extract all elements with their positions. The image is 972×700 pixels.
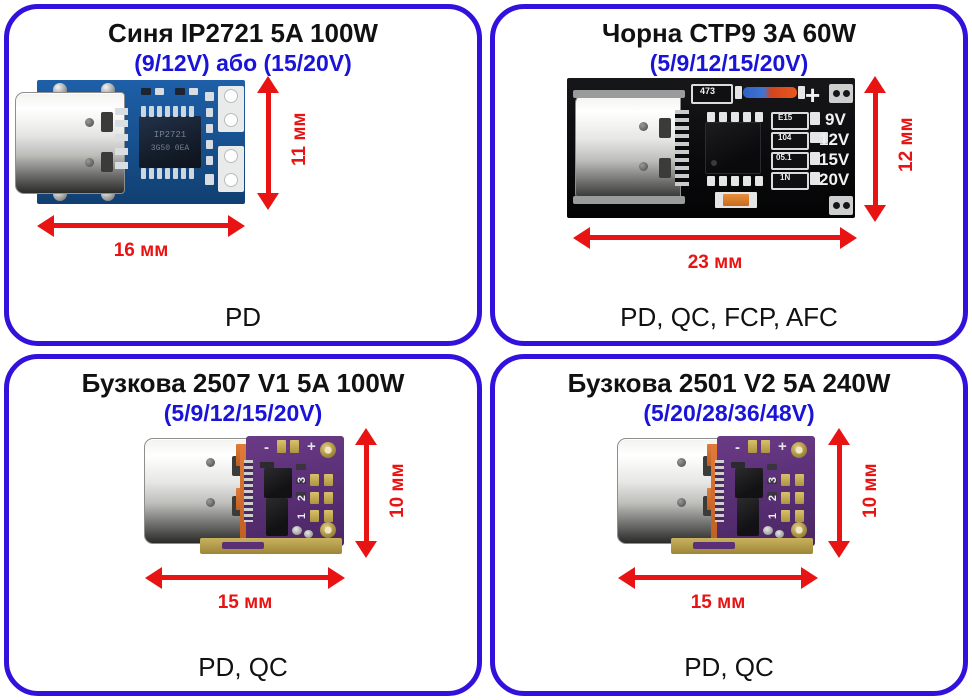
mosfet xyxy=(737,497,759,536)
panel-blue-ip2721: Синя IP2721 5A 100W (9/12V) або (15/20V) xyxy=(4,4,482,346)
panel-purple-2501-v2: Бузкова 2501 V2 5A 240W (5/20/28/36/48V) xyxy=(490,354,968,696)
silk-voltage-9v: 9V xyxy=(825,109,846,129)
panel-footer-protocols: PD xyxy=(224,302,262,332)
panel-stage: - + 3 xyxy=(495,426,963,691)
panel-stage: - + 3 xyxy=(9,426,477,691)
silk-voltage-15v: 15V xyxy=(819,149,850,169)
width-dimension-label: 23 мм xyxy=(687,251,743,273)
mosfet xyxy=(266,497,288,536)
mounting-hole xyxy=(320,441,336,458)
height-dimension-arrow xyxy=(828,427,850,558)
silk-pad-1: 1 xyxy=(296,512,309,519)
silk-minus: - xyxy=(264,438,269,456)
width-dimension-label: 15 мм xyxy=(690,591,746,613)
silk-part-473: 473 xyxy=(700,85,716,96)
height-dimension-arrow xyxy=(257,75,279,210)
panel-subtitle: (5/20/28/36/48V) xyxy=(643,399,815,426)
width-dimension-arrow xyxy=(618,566,818,589)
pcb-photo-purple: - + 3 xyxy=(617,430,817,558)
silk-plus: + xyxy=(307,437,316,455)
silk-minus: - xyxy=(735,438,740,456)
ic-chip: IP2721 3G50 0EA xyxy=(139,115,201,168)
silk-pad-1: 1 xyxy=(767,512,780,519)
silk-part-e15: E15 xyxy=(778,112,793,122)
width-dimension-arrow xyxy=(145,566,345,589)
panel-subtitle: (5/9/12/15/20V) xyxy=(163,399,323,426)
ic-chip xyxy=(705,121,761,174)
ic-chip xyxy=(264,467,292,498)
ic-chip xyxy=(735,467,763,498)
width-dimension-arrow xyxy=(37,214,245,237)
pcb-photo-purple: - + 3 xyxy=(144,430,344,558)
panel-footer-protocols: PD, QC, FCP, AFC xyxy=(620,302,838,332)
height-dimension-arrow xyxy=(864,75,886,222)
panel-subtitle: (5/9/12/15/20V) xyxy=(649,49,809,76)
usb-c-connector xyxy=(575,93,681,202)
usb-c-connector xyxy=(144,437,254,544)
chip-marking: IP2721 xyxy=(153,129,187,140)
mounting-hole xyxy=(320,521,336,538)
silk-voltage-20v: 20V xyxy=(819,169,850,189)
panel-stage: 473 + xyxy=(495,75,963,341)
panel-title: Бузкова 2501 V2 5A 240W xyxy=(567,368,891,398)
silk-pad-3: 3 xyxy=(767,476,780,483)
width-dimension-label: 16 мм xyxy=(113,239,169,261)
silk-plus: + xyxy=(805,79,821,110)
silk-pad-2: 2 xyxy=(296,494,309,501)
panel-stage: IP2721 3G50 0EA xyxy=(9,75,477,341)
panel-title: Чорна CTP9 3A 60W xyxy=(601,18,857,48)
width-dimension-arrow xyxy=(573,226,857,249)
panel-footer-protocols: PD, QC xyxy=(684,652,774,682)
height-dimension-label: 11 мм xyxy=(289,112,310,166)
panel-subtitle: (9/12V) або (15/20V) xyxy=(134,49,352,76)
height-dimension-label: 12 мм xyxy=(896,117,917,172)
chip-marking-2: 3G50 0EA xyxy=(150,143,190,153)
height-dimension-arrow xyxy=(355,427,377,558)
output-terminal xyxy=(829,83,853,103)
pcb-photo-black: 473 + xyxy=(567,77,855,218)
usb-c-connector xyxy=(15,91,125,194)
width-dimension-label: 15 мм xyxy=(217,591,273,613)
silk-pad-3: 3 xyxy=(296,476,309,483)
panel-title: Бузкова 2507 V1 5A 100W xyxy=(81,368,405,398)
panel-title: Синя IP2721 5A 100W xyxy=(108,18,378,48)
silk-part-051: 05.1 xyxy=(776,152,792,162)
panel-footer-protocols: PD, QC xyxy=(198,652,288,682)
silk-part-104: 104 xyxy=(778,132,792,142)
height-dimension-label: 10 мм xyxy=(860,463,881,518)
pcb-photo-blue: IP2721 3G50 0EA xyxy=(15,78,245,206)
silk-pad-2: 2 xyxy=(767,494,780,501)
silk-plus: + xyxy=(778,437,787,455)
height-dimension-label: 10 мм xyxy=(387,463,408,518)
mounting-hole xyxy=(791,441,807,458)
panel-purple-2507-v1: Бузкова 2507 V1 5A 100W (5/9/12/15/20V) xyxy=(4,354,482,696)
silk-part-1n: 1N xyxy=(780,172,791,182)
diode xyxy=(743,86,797,98)
output-terminal xyxy=(829,195,853,215)
panel-black-ctp9: Чорна CTP9 3A 60W (5/9/12/15/20V) 473 xyxy=(490,4,968,346)
silk-voltage-12v: 12V xyxy=(819,129,850,149)
mounting-hole xyxy=(791,521,807,538)
usb-c-connector xyxy=(617,437,724,544)
